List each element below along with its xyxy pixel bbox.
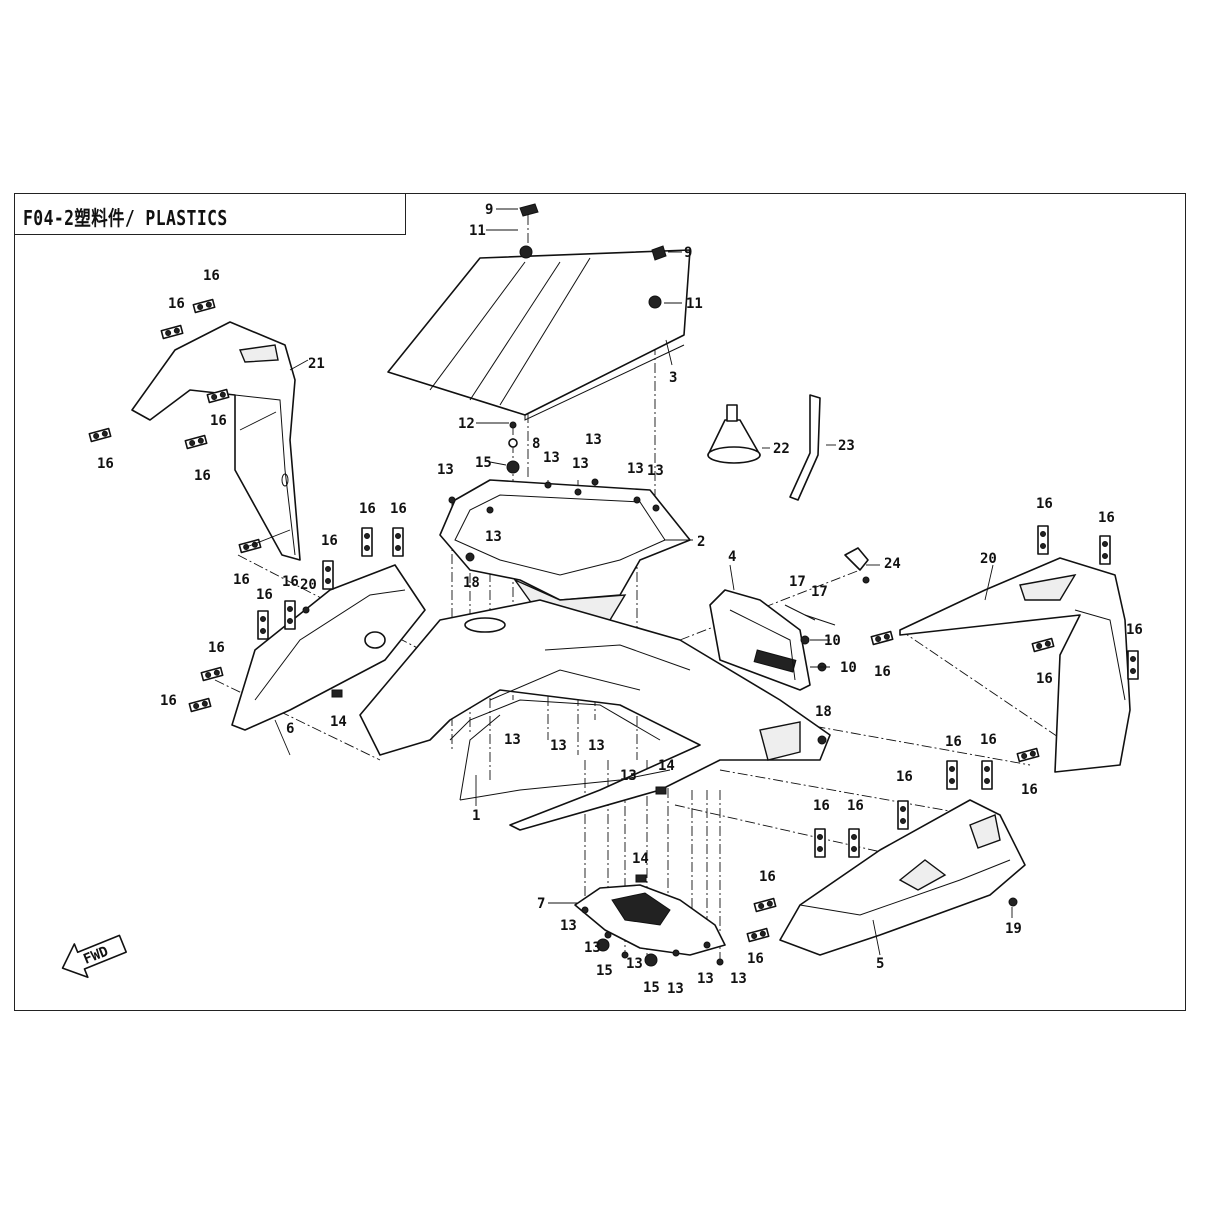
callout-13: 13: [485, 529, 502, 545]
callout-13: 13: [697, 971, 714, 987]
callouts: 9 9 11 11 3 12 8 15 13 13 13 13 13 13 13…: [97, 202, 1143, 997]
callout-15: 15: [596, 963, 613, 979]
callout-10: 10: [840, 660, 857, 676]
callout-15: 15: [475, 455, 492, 471]
part-17-strips: [784, 604, 836, 626]
callout-13: 13: [585, 432, 602, 448]
callout-17: 17: [811, 584, 828, 600]
callout-22: 22: [773, 441, 790, 457]
title-box: F04-2塑料件/ PLASTICS: [14, 193, 406, 235]
part-24-cap: [844, 547, 870, 584]
callout-1: 1: [472, 808, 480, 824]
callout-16: 16: [847, 798, 864, 814]
part-23-hose: [789, 394, 821, 501]
callout-13: 13: [572, 456, 589, 472]
callout-16: 16: [1098, 510, 1115, 526]
callout-16: 16: [1036, 496, 1053, 512]
part-rear-grille: [709, 589, 811, 691]
callout-12: 12: [458, 416, 475, 432]
callout-6: 6: [286, 721, 294, 737]
callout-13: 13: [667, 981, 684, 997]
callout-17: 17: [789, 574, 806, 590]
part-main-body: [359, 599, 831, 831]
callout-15: 15: [643, 980, 660, 996]
callout-14: 14: [658, 758, 675, 774]
callout-13: 13: [620, 768, 637, 784]
callout-13: 13: [543, 450, 560, 466]
callout-11: 11: [686, 296, 703, 312]
callout-2: 2: [697, 534, 705, 550]
callout-16: 16: [321, 533, 338, 549]
callout-16: 16: [896, 769, 913, 785]
callout-16: 16: [980, 732, 997, 748]
callout-16: 16: [160, 693, 177, 709]
part-storage-tray: [439, 479, 691, 621]
callout-21: 21: [308, 356, 325, 372]
diagram-frame: [14, 193, 1186, 1011]
callout-23: 23: [838, 438, 855, 454]
callout-16: 16: [945, 734, 962, 750]
callout-16: 16: [256, 587, 273, 603]
callout-14: 14: [330, 714, 347, 730]
callout-18: 18: [463, 575, 480, 591]
fasteners: [302, 203, 1018, 967]
leader-lines: [239, 208, 1013, 956]
callout-16: 16: [1036, 671, 1053, 687]
callout-5: 5: [876, 956, 884, 972]
callout-13: 13: [550, 738, 567, 754]
callout-24: 24: [884, 556, 901, 572]
callout-10: 10: [824, 633, 841, 649]
callout-16: 16: [194, 468, 211, 484]
callout-13: 13: [560, 918, 577, 934]
callout-16: 16: [282, 574, 299, 590]
part-seat-cover: [387, 249, 691, 421]
part-22-funnel: [707, 404, 761, 464]
callout-16: 16: [97, 456, 114, 472]
callout-13: 13: [588, 738, 605, 754]
callout-16: 16: [208, 640, 225, 656]
callout-13: 13: [730, 971, 747, 987]
clips-16: [88, 298, 1139, 943]
callout-9: 9: [485, 202, 493, 218]
callout-3: 3: [669, 370, 677, 386]
callout-20: 20: [980, 551, 997, 567]
part-rear-right-fender: [899, 557, 1131, 773]
callout-16: 16: [390, 501, 407, 517]
callout-18: 18: [815, 704, 832, 720]
part-front-left-fender: [131, 321, 301, 561]
callout-8: 8: [532, 436, 540, 452]
callout-13: 13: [437, 462, 454, 478]
callout-16: 16: [203, 268, 220, 284]
callout-19: 19: [1005, 921, 1022, 937]
callout-16: 16: [168, 296, 185, 312]
callout-13: 13: [504, 732, 521, 748]
callout-16: 16: [1126, 622, 1143, 638]
callout-16: 16: [210, 413, 227, 429]
callout-16: 16: [747, 951, 764, 967]
callout-16: 16: [759, 869, 776, 885]
callout-13: 13: [647, 463, 664, 479]
diagram-title: F04-2塑料件/ PLASTICS: [23, 206, 228, 230]
part-right-side-panel: [779, 799, 1026, 956]
callout-16: 16: [359, 501, 376, 517]
fwd-arrow-icon: FWD: [61, 934, 127, 979]
callout-20: 20: [300, 577, 317, 593]
callout-14: 14: [632, 851, 649, 867]
callout-13: 13: [584, 940, 601, 956]
part-left-side-panel: [231, 564, 426, 731]
callout-16: 16: [874, 664, 891, 680]
callout-11: 11: [469, 223, 486, 239]
callout-7: 7: [537, 896, 545, 912]
part-lower-skid: [574, 884, 726, 956]
callout-4: 4: [728, 549, 736, 565]
callout-16: 16: [813, 798, 830, 814]
callout-13: 13: [627, 461, 644, 477]
callout-9: 9: [684, 245, 692, 261]
callout-13: 13: [626, 956, 643, 972]
callout-16: 16: [233, 572, 250, 588]
callout-16: 16: [1021, 782, 1038, 798]
